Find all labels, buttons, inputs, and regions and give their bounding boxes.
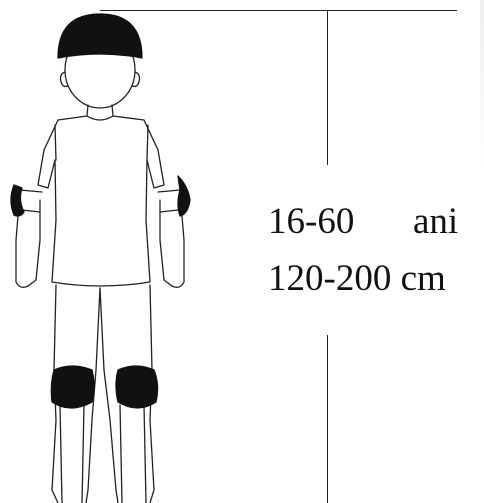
- top-guide-line: [100, 10, 457, 11]
- left-arm: [11, 185, 42, 287]
- knee-pad-icon: [116, 366, 158, 408]
- elbow-pad-icon: [178, 176, 190, 216]
- height-range-label: 120-200 cm: [268, 259, 446, 299]
- knee-pad-icon: [51, 366, 94, 408]
- age-range-label: 16-60: [268, 202, 354, 242]
- helmet-icon: [58, 14, 142, 58]
- age-unit-label: ani: [413, 202, 458, 242]
- legs: [51, 285, 157, 503]
- torso: [38, 116, 164, 286]
- page-edge: [480, 0, 484, 170]
- child-figure-icon: [0, 0, 260, 503]
- height-line-bottom: [327, 335, 328, 503]
- height-line-top: [327, 10, 328, 165]
- right-arm: [158, 176, 190, 287]
